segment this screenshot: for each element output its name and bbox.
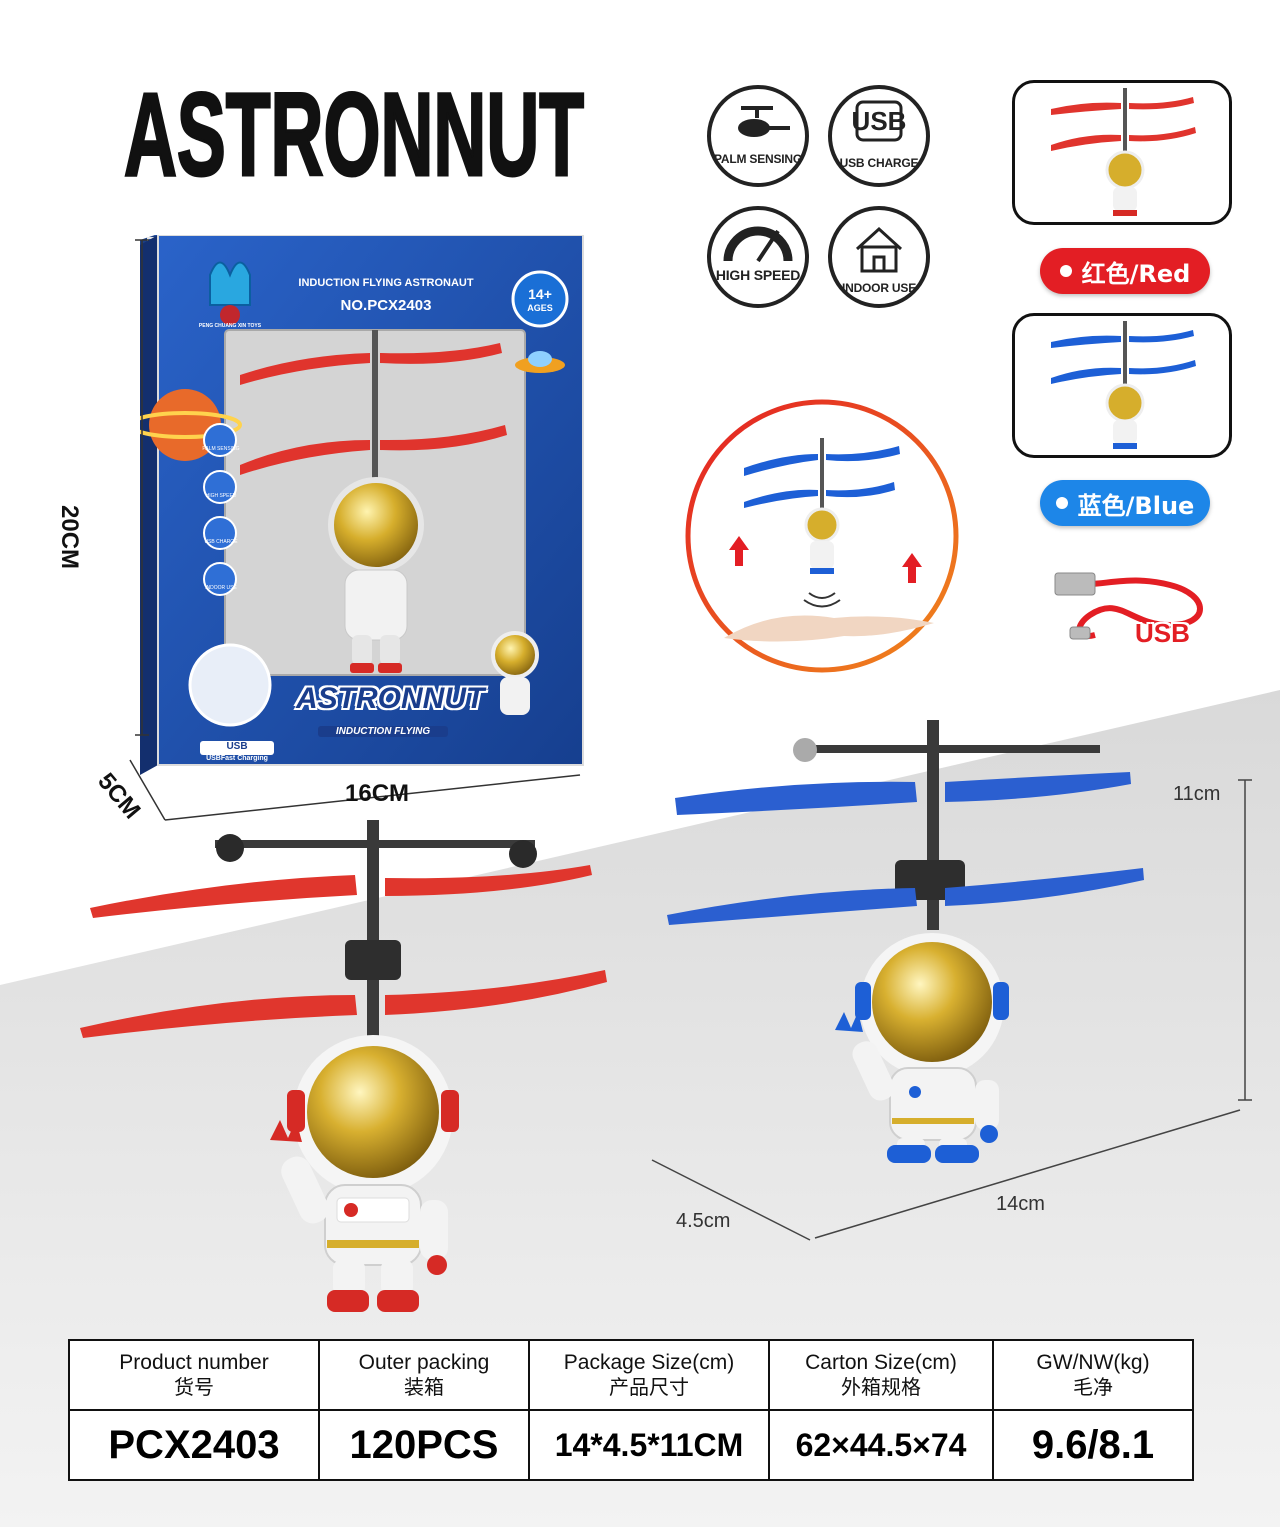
feature-high-speed-label: HIGH SPEED xyxy=(715,267,801,283)
box-side-feature-2: HIGH SPEED xyxy=(205,493,237,499)
color-pill-blue[interactable]: 蓝色/Blue xyxy=(1040,480,1210,526)
spec-value-package-size: 14*4.5*11CM xyxy=(528,1409,770,1481)
spec-header-package-size-zh: 产品尺寸 xyxy=(609,1375,689,1399)
color-pill-red[interactable]: 红色/Red xyxy=(1040,248,1210,294)
spec-table-header-row: Product number 货号 Outer packing 装箱 Packa… xyxy=(68,1339,1194,1411)
color-pill-red-dot xyxy=(1059,265,1072,277)
package-box-art xyxy=(140,235,584,775)
feature-palm-sensing-label: PALM SENSING xyxy=(713,152,803,166)
box-width-label: 16CM xyxy=(345,780,410,807)
arrow-up-icon-left xyxy=(729,536,749,566)
usb-cable-label: USB xyxy=(1135,618,1190,648)
blue-astronaut-thumb xyxy=(1051,321,1196,449)
spec-table: Product number 货号 Outer packing 装箱 Packa… xyxy=(68,1339,1194,1481)
feature-indoor-use: INDOOR USE xyxy=(827,205,931,309)
swatch-card-red[interactable] xyxy=(1012,80,1232,225)
box-logo-title: ASTRONNUT xyxy=(296,682,485,715)
spec-value-weight: 9.6/8.1 xyxy=(992,1409,1194,1481)
spec-value-product-number: PCX2403 xyxy=(68,1409,320,1481)
spec-header-outer-packing-en: Outer packing xyxy=(358,1351,490,1374)
product-height-label: 11cm xyxy=(1173,783,1221,805)
spec-header-outer-packing-zh: 装箱 xyxy=(404,1375,444,1399)
spec-header-carton-size: Carton Size(cm) 外箱规格 xyxy=(768,1339,994,1411)
palm-sensing-demo xyxy=(685,399,959,673)
spec-value-outer-packing: 120PCS xyxy=(318,1409,530,1481)
box-logo-subtitle: INDUCTION FLYING xyxy=(318,726,448,737)
brand-title: ASTRONNUT xyxy=(118,55,588,203)
feature-indoor-use-label: INDOOR USE xyxy=(841,281,916,295)
arrow-up-icon-right xyxy=(902,553,922,583)
age-badge-top: 14+ xyxy=(528,286,552,302)
red-astronaut-thumb xyxy=(1051,88,1196,216)
box-usb-badge: USB xyxy=(200,741,274,755)
spec-header-package-size: Package Size(cm) 产品尺寸 xyxy=(528,1339,770,1411)
blue-astronaut-product xyxy=(667,720,1144,1163)
box-usb-badge-text: USB xyxy=(226,741,248,752)
brand-title-text: ASTRONNUT xyxy=(124,69,584,195)
color-pill-blue-dot xyxy=(1055,497,1068,509)
product-width-label: 14cm xyxy=(996,1193,1045,1215)
usb-icon xyxy=(855,100,903,142)
spec-header-weight: GW/NW(kg) 毛净 xyxy=(992,1339,1194,1411)
box-side-feature-4: INDOOR USE xyxy=(205,585,237,591)
maker-name: PENG CHUANG XIN TOYS xyxy=(198,323,262,329)
product-dimension-lines xyxy=(651,779,1252,1241)
spec-header-product-number: Product number 货号 xyxy=(68,1339,320,1411)
color-pill-red-label: 红色/Red xyxy=(1081,259,1191,288)
spec-table-values-row: PCX2403 120PCS 14*4.5*11CM 62×44.5×74 9.… xyxy=(68,1409,1194,1481)
spec-value-carton-size: 62×44.5×74 xyxy=(768,1409,994,1481)
box-model-number: NO.PCX2403 xyxy=(340,297,432,314)
age-badge-bottom: AGES xyxy=(527,303,553,313)
spec-header-weight-en: GW/NW(kg) xyxy=(1036,1351,1150,1374)
box-side-feature-3: USB CHARGE xyxy=(204,539,238,545)
product-depth-label: 4.5cm xyxy=(676,1210,731,1232)
usb-icon-text: USB xyxy=(851,106,907,136)
feature-high-speed: HIGH SPEED xyxy=(706,205,810,309)
spec-header-weight-zh: 毛净 xyxy=(1073,1375,1113,1399)
age-badge: 14+ AGES xyxy=(513,287,567,315)
red-astronaut-product xyxy=(80,820,607,1312)
usb-cable-image xyxy=(1054,572,1203,640)
feature-usb-charge-label: USB CHARGE xyxy=(839,156,919,170)
box-dimension-lines xyxy=(129,239,581,821)
box-height-label: 20CM xyxy=(56,505,83,570)
spec-header-carton-size-en: Carton Size(cm) xyxy=(805,1351,957,1374)
spec-header-product-number-en: Product number xyxy=(119,1351,269,1374)
box-subtitle: INDUCTION FLYING ASTRONAUT xyxy=(298,277,474,289)
spec-header-carton-size-zh: 外箱规格 xyxy=(841,1375,921,1399)
color-pill-blue-label: 蓝色/Blue xyxy=(1077,491,1195,520)
feature-usb-charge: USB USB CHARGE xyxy=(827,84,931,188)
box-usb-caption: USBFast Charging xyxy=(206,755,268,762)
spec-header-package-size-en: Package Size(cm) xyxy=(563,1351,735,1374)
house-icon xyxy=(855,226,903,273)
spec-header-outer-packing: Outer packing 装箱 xyxy=(318,1339,530,1411)
swatch-card-blue[interactable] xyxy=(1012,313,1232,458)
box-side-feature-1: PALM SENSING xyxy=(202,446,240,452)
spec-header-product-number-zh: 货号 xyxy=(174,1375,214,1399)
speedometer-icon xyxy=(723,226,793,263)
feature-palm-sensing: PALM SENSING xyxy=(706,84,810,188)
helicopter-icon xyxy=(738,106,790,137)
